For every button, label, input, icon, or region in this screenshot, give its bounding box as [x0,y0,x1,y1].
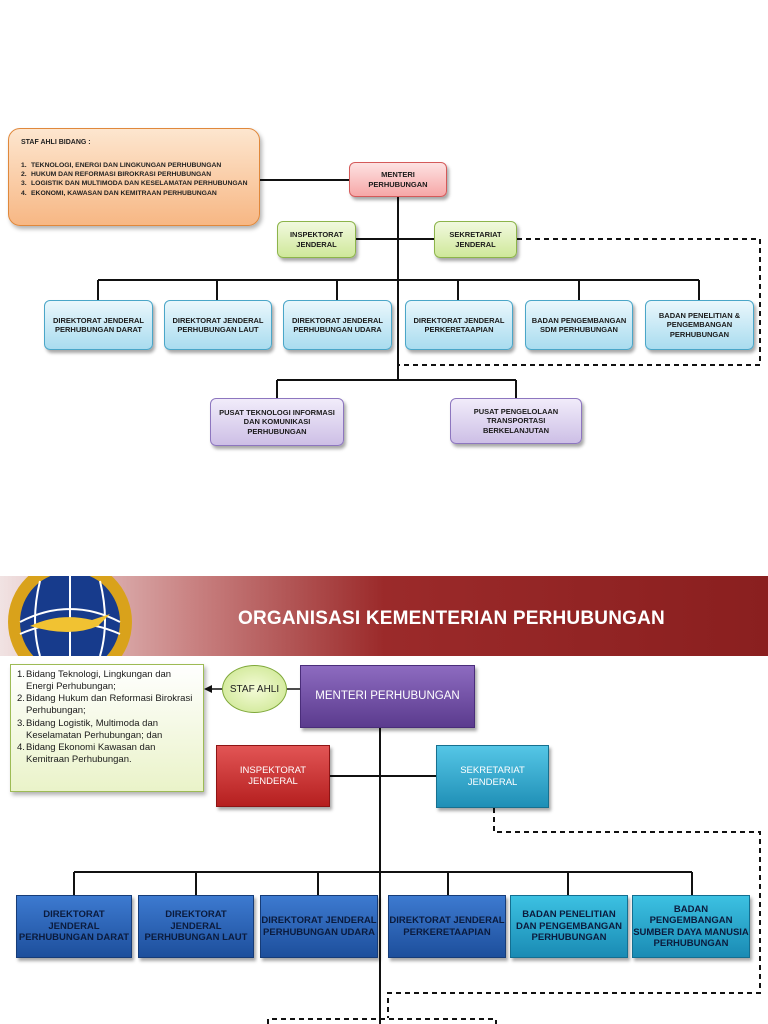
unit-box: DIREKTORAT JENDERAL PERHUBUNGAN DARAT [44,300,153,350]
list-item-number: 3. [21,180,27,188]
unit-box: DIREKTORAT JENDERAL PERKERETAAPIAN [405,300,513,350]
list-item-text: HUKUM DAN REFORMASI BIROKRASI PERHUBUNGA… [31,171,212,179]
list-item-number: 2. [17,693,25,705]
sekretariat-box-slide: SEKRETARIAT JENDERAL [436,745,549,808]
list-item: 3.Bidang Logistik, Multimoda dan Keselam… [17,718,197,742]
list-item: 4.Bidang Ekonomi Kawasan dan Kemitraan P… [17,742,197,766]
list-item-number: 1. [21,162,27,169]
list-item: 4. EKONOMI, KAWASAN DAN KEMITRAAN PERHUBU… [21,189,247,198]
list-item: 3. LOGISTIK DAN MULTIMODA DAN KESELAMATAN… [21,179,247,188]
unit-box: DIREKTORAT JENDERAL PERHUBUNGAN UDARA [283,300,392,350]
staf-ahli-ellipse: STAF AHLI [222,665,287,713]
list-item-text: Bidang Ekonomi Kawasan dan Kemitraan Per… [26,741,156,766]
list-item: 2.Bidang Hukum dan Reformasi Birokrasi P… [17,693,197,717]
inspektorat-box: INSPEKTORAT JENDERAL [277,221,356,258]
list-item-number: 4. [17,741,25,753]
list-item-number: 1. [17,669,25,680]
pusat-box: PUSAT PENGELOLAAN TRANSPORTASI BERKELANJ… [450,398,582,444]
unit-box-slide: BADAN PENGEMBANGAN SUMBER DAYA MANUSIA P… [632,895,750,958]
list-item-number: 4. [21,189,27,197]
menteri-box-slide: MENTERI PERHUBUNGAN [300,665,475,728]
pusat-box: PUSAT TEKNOLOGI INFORMASI DAN KOMUNIKASI… [210,398,344,446]
unit-box-slide: DIREKTORAT JENDERAL PERHUBUNGAN LAUT [138,895,254,958]
staf-ahli-bidang-box: STAF AHLI BIDANG : 1. TEKNOLOGI, ENERGI D… [8,128,260,226]
ministry-logo-icon [8,576,132,656]
list-item: 1. TEKNOLOGI, ENERGI DAN LINGKUNGAN PERHU… [21,161,247,170]
unit-box-slide: DIREKTORAT JENDERAL PERHUBUNGAN DARAT [16,895,132,958]
top-chart-connectors [97,179,761,398]
menteri-box: MENTERI PERHUBUNGAN [349,162,447,197]
staf-ahli-detail-list: 1.Bidang Teknologi, Lingkungan dan Energ… [11,665,203,770]
unit-box: BADAN PENGEMBANGAN SDM PERHUBUNGAN [525,300,633,350]
list-item: 1.Bidang Teknologi, Lingkungan dan Energ… [17,669,197,693]
slide-title: ORGANISASI KEMENTERIAN PERHUBUNGAN [238,608,665,629]
slide-banner: ORGANISASI KEMENTERIAN PERHUBUNGAN [0,576,768,656]
unit-box: DIREKTORAT JENDERAL PERHUBUNGAN LAUT [164,300,272,350]
list-item-number: 2. [21,171,27,179]
inspektorat-box-slide: INSPEKTORAT JENDERAL [216,745,330,807]
unit-box-slide: DIREKTORAT JENDERAL PERKERETAAPIAN [388,895,506,958]
list-item-number: 3. [17,717,25,729]
unit-box: BADAN PENELITIAN & PENGEMBANGAN PERHUBUN… [645,300,754,350]
staf-ahli-title: STAF AHLI BIDANG : [21,139,91,146]
list-item-text: Bidang Hukum dan Reformasi Birokrasi Per… [26,693,193,717]
list-item-text: LOGISTIK DAN MULTIMODA DAN KESELAMATAN P… [31,180,248,188]
staf-ahli-detail-box: 1.Bidang Teknologi, Lingkungan dan Energ… [10,664,204,792]
list-item-text: TEKNOLOGI, ENERGI DAN LINGKUNGAN PERHUBU… [31,162,222,169]
list-item-text: Bidang Teknologi, Lingkungan dan Energi … [26,669,172,693]
list-item-text: Bidang Logistik, Multimoda dan Keselamat… [26,717,163,741]
staf-ahli-list: 1. TEKNOLOGI, ENERGI DAN LINGKUNGAN PERHU… [21,161,247,198]
unit-box-slide: BADAN PENELITIAN DAN PENGEMBANGAN PERHUB… [510,895,628,958]
list-item-text: EKONOMI, KAWASAN DAN KEMITRAAN PERHUBUNG… [31,189,217,197]
sekretariat-box: SEKRETARIAT JENDERAL [434,221,517,258]
unit-box-slide: DIREKTORAT JENDERAL PERHUBUNGAN UDARA [260,895,378,958]
list-item: 2. HUKUM DAN REFORMASI BIROKRASI PERHUBUN… [21,170,247,179]
